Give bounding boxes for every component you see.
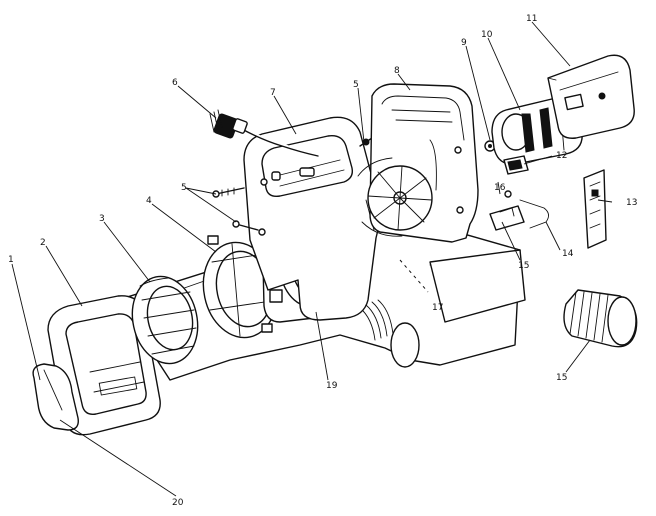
- side-plate-part-13: [583, 169, 607, 249]
- callout-15-contacts: 15: [518, 261, 529, 271]
- callout-20: 20: [172, 498, 184, 508]
- handle-housing-part-7: [243, 116, 381, 321]
- callout-4: 4: [146, 196, 152, 206]
- power-cord: [239, 127, 319, 157]
- callout-1: 1: [8, 255, 14, 265]
- callout-14: 14: [562, 249, 574, 259]
- plug-connector-part-6: [209, 109, 248, 139]
- leader-lines: [11, 21, 613, 497]
- callout-11: 11: [526, 14, 537, 24]
- callout-9: 9: [461, 38, 467, 48]
- filter-part-3: [131, 275, 199, 365]
- callout-5-screws: 5: [181, 183, 187, 193]
- knob-part-15: [563, 289, 638, 348]
- callout-12: 12: [556, 151, 567, 161]
- front-cover-part-2: [47, 295, 161, 436]
- fan-guard-part-4: [202, 235, 279, 339]
- callout-16: 16: [494, 183, 506, 193]
- fan-impeller: [357, 157, 433, 237]
- callout-8: 8: [394, 66, 400, 76]
- callout-2: 2: [40, 238, 46, 248]
- callout-13: 13: [626, 198, 637, 208]
- callout-15-knob: 15: [556, 373, 567, 383]
- assembly-path-part-17: [399, 259, 429, 293]
- switch-part-12: [503, 155, 529, 175]
- callout-6: 6: [172, 78, 178, 88]
- callout-17: 17: [432, 303, 443, 313]
- callout-5-top: 5: [353, 80, 359, 90]
- callout-labels: 1 2 3 4 5 5 6 7 8 9 10 11 12 13 14 15 15…: [8, 14, 637, 508]
- callout-10: 10: [481, 30, 493, 40]
- callout-3: 3: [99, 214, 105, 224]
- contacts-part-14-16: [489, 190, 549, 231]
- callout-7: 7: [270, 88, 276, 98]
- nozzle-ring-part-1: [32, 363, 79, 431]
- end-cap-part-11: [547, 54, 635, 139]
- callout-19: 19: [326, 381, 338, 391]
